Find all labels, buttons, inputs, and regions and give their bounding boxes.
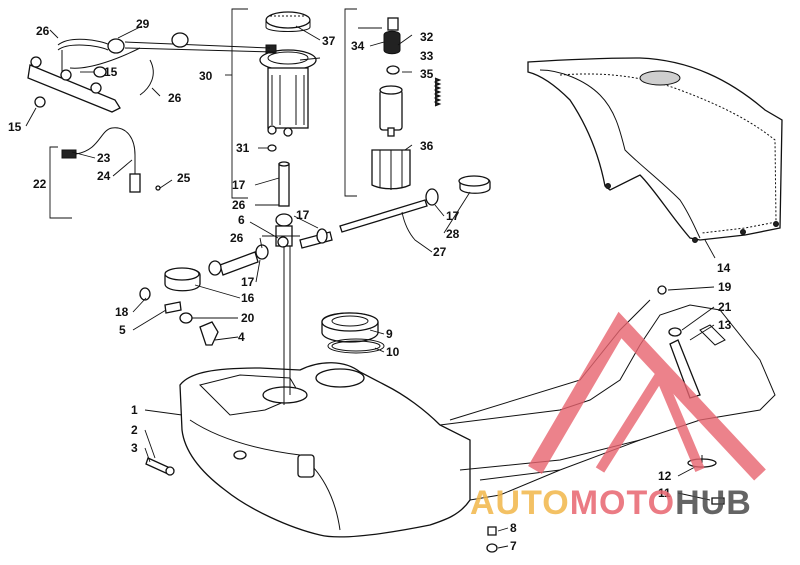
callout-28: 29: [136, 17, 150, 31]
callout-17c: 17: [241, 275, 255, 289]
callout-35: 36: [420, 139, 434, 153]
cap-gasket-part: [327, 338, 385, 354]
callout-17d: 17: [446, 209, 460, 223]
watermark-logo: [528, 311, 766, 481]
pump-internals-part: [371, 17, 442, 190]
callout-34: 35: [420, 67, 434, 81]
callout-13: 13: [718, 318, 732, 332]
lock-ring-part: [265, 11, 311, 32]
fuel-rail-part: [27, 56, 121, 113]
leader-lines: [25, 25, 716, 549]
o-ring-part: [267, 144, 277, 152]
callout-3: 3: [131, 441, 138, 455]
callout-24: 24: [97, 169, 111, 183]
callout-33: 34: [351, 39, 365, 53]
callout-31: 32: [420, 30, 434, 44]
callout-26c: 26: [232, 198, 246, 212]
callout-12: 12: [658, 469, 672, 483]
callout-18: 18: [115, 305, 129, 319]
callout-8: 8: [510, 521, 517, 535]
callout-25: 25: [177, 171, 191, 185]
callout-26e: 27: [433, 245, 447, 259]
callout-32: 33: [420, 49, 434, 63]
callout-14: 14: [717, 261, 731, 275]
callout-26d: 26: [230, 231, 244, 245]
fuel-tank-part: [179, 299, 776, 538]
watermark-auto: AUTO: [470, 484, 570, 522]
watermark-inner-icon: [595, 364, 705, 473]
seat-cover-part: [527, 57, 783, 243]
watermark-hub: HUB: [675, 484, 752, 522]
callout-17a: 17: [232, 178, 246, 192]
vent-fittings-part: [139, 287, 219, 346]
drain-clamp-part: [145, 457, 175, 476]
callout-2: 2: [131, 423, 138, 437]
callout-17b: 17: [296, 208, 310, 222]
callout-11: 11: [658, 486, 671, 500]
watermark-moto: MOTO: [570, 484, 675, 522]
callout-36: 37: [322, 34, 336, 48]
callout-5: 5: [119, 323, 126, 337]
svg-text:AUTOMOTOHUB: AUTOMOTOHUB: [470, 484, 752, 522]
callout-20: 20: [241, 311, 255, 325]
callout-19: 19: [718, 280, 732, 294]
callout-23: 23: [97, 151, 111, 165]
callout-6: 6: [238, 213, 245, 227]
callout-15b: 15: [8, 120, 22, 134]
callout-26a: 26: [36, 24, 50, 38]
watermark-text: AUTOMOTOHUB: [470, 484, 752, 522]
callout-labels: 1 2 3 4 5 6 7 8 9 10 11 12 13 14 15 15 1…: [8, 17, 732, 553]
callout-27: 28: [446, 227, 460, 241]
callout-15a: 15: [104, 65, 118, 79]
callout-16: 16: [241, 291, 255, 305]
wiring-harness-part: [61, 127, 161, 193]
fuel-line-assembly-part: [164, 161, 491, 292]
callout-29: 30: [199, 69, 213, 83]
callout-9: 9: [386, 327, 393, 341]
callout-7: 7: [510, 539, 517, 553]
callout-1: 1: [131, 403, 138, 417]
callout-30: 31: [236, 141, 250, 155]
callout-4: 4: [238, 330, 245, 344]
callout-21: 21: [718, 300, 732, 314]
fuel-pump-module-part: [259, 44, 317, 137]
watermark-triangle-icon: [528, 311, 766, 481]
callout-26b: 26: [168, 91, 182, 105]
callout-10: 10: [386, 345, 400, 359]
fuel-cap-part: [321, 312, 379, 343]
callout-22: 22: [33, 177, 47, 191]
